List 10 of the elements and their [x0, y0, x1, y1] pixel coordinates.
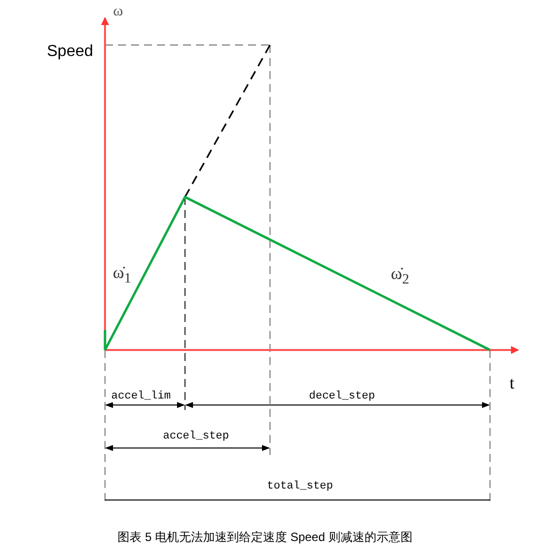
axis-label: ω: [113, 4, 123, 20]
slope-label: ω̇$_{1}$: [112, 264, 132, 286]
axis-label: t: [510, 374, 514, 392]
dimension-label: accel_step: [163, 432, 229, 442]
figure-caption: 图表 5 电机无法加速到给定速度 Speed 则减速的示意图: [118, 531, 412, 543]
dimension-label: accel_lim: [111, 392, 171, 402]
slope-label: ω̇$_{2}$: [390, 265, 410, 287]
axis-label: Speed: [46, 44, 94, 60]
dimension-label: total_step: [267, 482, 333, 492]
dimension-label: decel_step: [309, 392, 375, 402]
